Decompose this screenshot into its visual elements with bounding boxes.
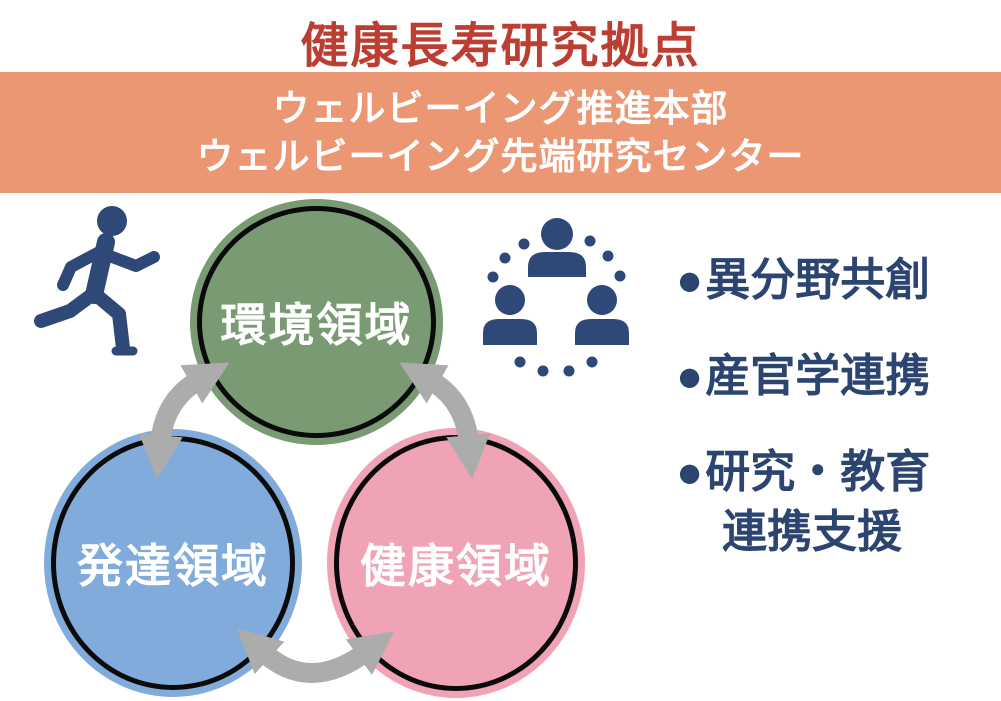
- environment-domain-ring: [197, 206, 436, 438]
- feature-item-label: 異分野共創: [705, 254, 931, 305]
- running-person-icon: [34, 206, 160, 356]
- feature-list: ●異分野共創 ●産官学連携 ●研究・教育 連携支援: [676, 250, 998, 598]
- org-banner-line-2: ウェルビーイング先端研究センター: [196, 135, 805, 177]
- feature-item-cocreation: ●異分野共創: [676, 250, 998, 310]
- arrow-development-health: [236, 628, 395, 683]
- bullet-icon: ●: [676, 350, 704, 401]
- org-banner-line-1: ウェルビーイング推進本部: [272, 87, 729, 129]
- bullet-icon: ●: [676, 446, 704, 497]
- development-domain-label: 発達領域: [77, 540, 269, 592]
- feature-item-label: 研究・教育: [705, 446, 931, 497]
- org-banner: ウェルビーイング推進本部 ウェルビーイング先端研究センター: [0, 72, 1001, 193]
- development-domain-circle: 発達領域: [44, 429, 302, 697]
- feature-item-support: ●研究・教育 連携支援: [676, 442, 998, 562]
- health-domain-circle: 健康領域: [327, 428, 585, 698]
- health-domain-label: 健康領域: [360, 540, 552, 592]
- feature-item-collaboration: ●産官学連携: [676, 346, 998, 406]
- people-network-dots: [487, 235, 626, 377]
- page-title: 健康長寿研究拠点: [300, 20, 701, 73]
- environment-domain-circle: 環境領域: [190, 199, 443, 445]
- feature-item-label: 産官学連携: [705, 350, 931, 401]
- bullet-icon: ●: [676, 254, 704, 305]
- people-network-icon: [483, 218, 629, 377]
- feature-item-label: 連携支援: [722, 506, 903, 557]
- environment-domain-label: 環境領域: [220, 299, 413, 351]
